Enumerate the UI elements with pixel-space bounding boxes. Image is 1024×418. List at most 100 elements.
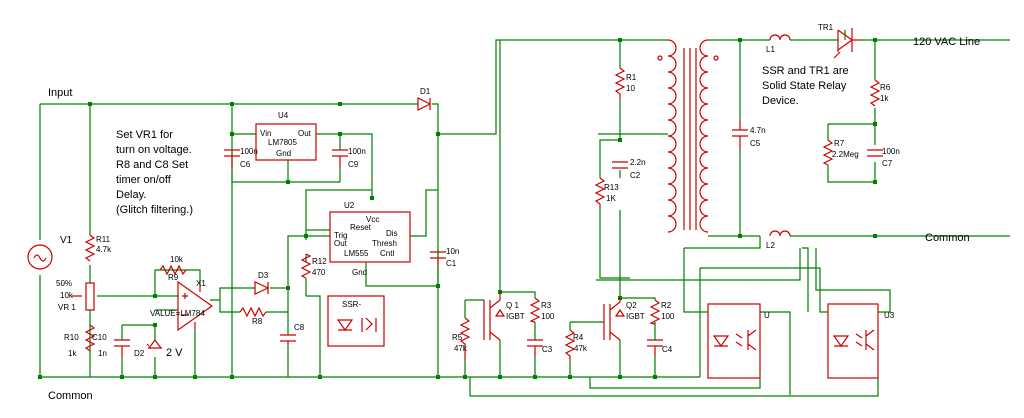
- input-label: Input: [48, 87, 72, 99]
- c2-capacitor: [612, 161, 628, 169]
- r8-resistor: [239, 306, 267, 318]
- x1-value: VALUE=LM784: [150, 309, 205, 318]
- r11-label: R11: [96, 235, 111, 244]
- q1-type: IGBT: [506, 312, 525, 321]
- d2-zener: [146, 339, 163, 349]
- d3-diode: [254, 281, 270, 295]
- u2-555-timer: [329, 211, 411, 263]
- c9-capacitor: [332, 149, 348, 168]
- c1-label: C1: [446, 259, 457, 268]
- text-labels: Input Common Common 120 VAC Line Set VR1…: [48, 23, 980, 402]
- note-left-5: Delay.: [116, 189, 146, 201]
- c3-label: C3: [542, 345, 553, 354]
- note-left-6: (Glitch filtering.): [116, 204, 193, 216]
- u2-reset: Reset: [350, 223, 372, 232]
- d1-diode: [417, 97, 432, 111]
- r12-value: 470: [312, 268, 326, 277]
- l2-inductor: [769, 230, 791, 237]
- u2-thresh: Thresh: [372, 239, 397, 248]
- r9-label: R9: [168, 273, 179, 282]
- c2-label: C2: [630, 171, 641, 180]
- c5-value: 4.7n: [750, 126, 766, 135]
- c10-value: 1n: [98, 349, 107, 358]
- l1-label: L1: [766, 45, 775, 54]
- u3-label: U3: [884, 311, 895, 320]
- u2-out: Out: [334, 239, 348, 248]
- r4-value: 47k: [574, 344, 588, 353]
- d3-label: D3: [258, 271, 269, 280]
- c7-capacitor: [867, 149, 883, 157]
- u2-dis: Dis: [386, 229, 398, 238]
- r10-resistor: [84, 324, 96, 352]
- r2-resistor: [649, 299, 661, 325]
- ssr-optocoupler: [327, 295, 385, 347]
- u2-part: LM555: [344, 249, 369, 258]
- line-label: 120 VAC Line: [913, 36, 980, 48]
- u2-cntl: Cntl: [380, 249, 394, 258]
- d2-value: 2 V: [166, 347, 183, 359]
- r7-label: R7: [834, 139, 845, 148]
- transformer-secondary: [699, 39, 709, 233]
- q2-label: Q2: [626, 301, 637, 310]
- r11-resistor: [84, 234, 96, 262]
- r10-label: R10: [64, 333, 79, 342]
- r3-value: 100: [541, 312, 555, 321]
- ssr-label: SSR-: [342, 300, 361, 309]
- c1-value: 10n: [446, 247, 459, 256]
- r7-resistor: [822, 139, 834, 166]
- c10-label: C10: [92, 333, 107, 342]
- u2-gnd: Gnd: [352, 268, 367, 277]
- u2-trig: Trig: [334, 231, 347, 240]
- c5-capacitor: [732, 120, 748, 150]
- r8-label: R8: [252, 317, 263, 326]
- q1-label: Q 1: [506, 301, 519, 310]
- u4-out: Out: [298, 129, 312, 138]
- q2-type: IGBT: [626, 312, 645, 321]
- u4-part: LM7805: [268, 138, 297, 147]
- r6-label: R6: [880, 83, 891, 92]
- vr1-potentiometer: [85, 282, 95, 311]
- note-left-4: timer on/off: [116, 174, 172, 186]
- x1-label: X1: [196, 279, 206, 288]
- vr1-value: 10k: [60, 291, 74, 300]
- common-bottom-label: Common: [48, 390, 93, 402]
- u-label: U: [764, 311, 770, 320]
- u4-regulator: [255, 123, 317, 161]
- c4-label: C4: [662, 345, 673, 354]
- c9-label: C9: [348, 160, 359, 169]
- r4-label: R4: [573, 333, 584, 342]
- r1-resistor: [614, 67, 626, 98]
- r1-label: R1: [626, 73, 637, 82]
- note-right-3: Device.: [762, 95, 799, 107]
- u4-vin: Vin: [260, 129, 271, 138]
- u3-optocoupler: [827, 303, 879, 379]
- v1-label: V1: [60, 235, 73, 246]
- r13-resistor: [594, 177, 606, 208]
- vr1-label: VR 1: [58, 303, 76, 312]
- note-right-1: SSR and TR1 are: [762, 65, 849, 77]
- note-right-2: Solid State Relay: [762, 80, 847, 92]
- r5-label: R5: [452, 333, 463, 342]
- c6-value: 100n: [240, 147, 258, 156]
- r3-resistor: [529, 297, 541, 323]
- c3-capacitor: [527, 339, 543, 356]
- r12-resistor: [300, 253, 312, 279]
- c5-label: C5: [750, 139, 761, 148]
- note-left-3: R8 and C8 Set: [116, 159, 188, 171]
- u4-gnd: Gnd: [276, 149, 291, 158]
- q2-igbt: [603, 298, 626, 341]
- c4-capacitor: [647, 339, 663, 356]
- c6-label: C6: [240, 160, 251, 169]
- r5-value: 47k: [454, 344, 468, 353]
- tr1-label: TR1: [818, 23, 834, 32]
- c7-label: C7: [882, 159, 893, 168]
- r11-value: 4.7k: [96, 245, 112, 254]
- r3-label: R3: [541, 301, 552, 310]
- c9-value: 100n: [348, 147, 366, 156]
- wires: [39, 30, 1010, 397]
- r13-value: 1K: [606, 194, 616, 203]
- r7-value: 2.2Meg: [832, 150, 859, 159]
- c10-capacitor: [114, 339, 130, 357]
- junction-dots: [38, 38, 877, 379]
